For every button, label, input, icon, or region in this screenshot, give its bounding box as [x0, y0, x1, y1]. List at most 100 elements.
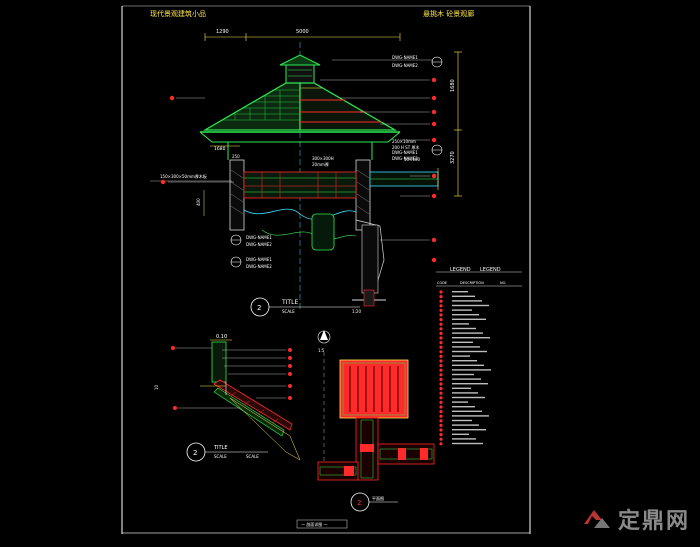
- legend-row-marker: [439, 391, 443, 395]
- legend-row-marker: [439, 428, 443, 432]
- legend-row-line: [452, 396, 485, 399]
- legend-row-line: [452, 332, 483, 334]
- callout-h: DWG-NAME2: [392, 156, 418, 161]
- dim-left-post: 400: [196, 198, 201, 206]
- main-marker-title: TITLE: [281, 299, 298, 306]
- legend-row-line: [452, 438, 476, 440]
- legend-header-right: LEGEND: [480, 267, 501, 273]
- callout-g: DWG-NAME1: [392, 150, 418, 155]
- legend-row-line: [452, 424, 479, 426]
- plan-marker-title: 平面图: [372, 495, 384, 501]
- label-right-beam: 50×100: [404, 157, 421, 162]
- legend-row-line: [452, 429, 486, 431]
- legend-row-marker: [439, 414, 443, 418]
- legend-row-marker: [439, 359, 443, 363]
- legend-row-marker: [439, 290, 443, 294]
- legend-row-line: [452, 373, 474, 376]
- legend-row-marker: [439, 327, 443, 331]
- legend-row-marker: [439, 396, 443, 400]
- legend-row-marker: [439, 373, 443, 377]
- callout-b: DWG-NAME2: [392, 63, 418, 68]
- legend-row-line: [452, 350, 487, 353]
- main-marker-number: 2: [257, 304, 261, 312]
- legend-row-marker: [439, 442, 443, 446]
- legend-row-marker: [439, 410, 443, 414]
- callout-d: DWG-NAME2: [246, 242, 272, 247]
- callout-e: DWG-NAME1: [246, 257, 272, 262]
- svg-text:10: 10: [154, 384, 159, 390]
- dim-top-right: 5000: [296, 29, 309, 35]
- legend-row-line: [452, 410, 482, 412]
- legend-row-marker: [439, 419, 443, 423]
- legend-row-marker: [439, 400, 443, 404]
- legend-row-line: [452, 318, 486, 320]
- legend-row-line: [452, 291, 468, 293]
- watermark-logo-icon: [583, 510, 610, 528]
- dim-right-lower: 3270: [450, 151, 456, 164]
- legend-row-line: [452, 323, 469, 325]
- dim-left: 1680: [214, 146, 226, 152]
- legend-row-marker: [439, 341, 443, 345]
- legend-row-line: [452, 383, 488, 385]
- legend-row-line: [452, 415, 489, 417]
- legend-row-line: [452, 337, 490, 339]
- detail-marker-scale-right: SCALE: [246, 454, 259, 459]
- legend-row-marker: [439, 331, 443, 335]
- plan-marker-number: 2: [357, 499, 361, 507]
- label-detail-b: 200 H ST 厚木: [392, 144, 419, 150]
- dim-top-left: 1290: [216, 29, 229, 35]
- legend-row-marker: [439, 318, 443, 322]
- sheet-frame: [121, 5, 531, 534]
- legend-row-line: [452, 369, 491, 371]
- watermark: 定鼎网: [582, 503, 690, 535]
- legend-row-line: [452, 392, 478, 394]
- plan-dim-top: 1:5: [318, 348, 325, 353]
- legend-row-marker: [439, 322, 443, 326]
- label-slab: 20mm厚: [312, 162, 329, 167]
- legend-row-marker: [439, 423, 443, 427]
- legend-table: LEGEND LEGEND CODE DESCRIPTION NO.: [436, 267, 522, 446]
- legend-row-line: [452, 314, 479, 316]
- legend-row-line: [452, 355, 470, 357]
- callout-c: DWG-NAME1: [246, 235, 272, 240]
- legend-col-no: NO.: [500, 281, 506, 285]
- legend-row-marker: [439, 368, 443, 372]
- legend-row-line: [452, 300, 482, 302]
- legend-row-marker: [439, 433, 443, 437]
- label-left-beam: 150×300×50mm厚木板: [160, 173, 207, 179]
- detail-section-drawing: 0.10: [154, 334, 301, 462]
- legend-row-line: [452, 346, 480, 348]
- legend-row-marker: [439, 382, 443, 386]
- main-marker-scale: SCALE: [282, 309, 295, 314]
- detail-marker-title: TITLE: [213, 445, 228, 451]
- legend-row-marker: [439, 364, 443, 368]
- detail-marker-number: 2: [193, 449, 197, 457]
- legend-col-description: DESCRIPTION: [460, 281, 484, 285]
- legend-row-marker: [439, 308, 443, 312]
- detail-marker-scale-left: SCALE: [214, 454, 227, 459]
- legend-row-line: [452, 295, 475, 297]
- label-250: 250: [232, 154, 240, 159]
- callout-a: DWG-NAME1: [392, 55, 418, 60]
- plan-drawing: 1:5: [317, 330, 435, 512]
- legend-row-line: [452, 378, 481, 380]
- legend-col-code: CODE: [437, 281, 447, 285]
- main-section-drawing: 1290 5000: [150, 29, 462, 317]
- sheet-bottom-label: — 剖面详图 —: [301, 521, 328, 527]
- legend-row-line: [452, 442, 483, 445]
- legend-header-left: LEGEND: [450, 267, 471, 273]
- legend-row-marker: [439, 387, 443, 391]
- legend-row-line: [452, 419, 472, 422]
- legend-row-marker: [439, 437, 443, 441]
- legend-row-line: [452, 360, 477, 362]
- legend-row-line: [452, 387, 471, 389]
- sheet-title-right: 悬挑木 砼景观廊: [423, 9, 474, 18]
- legend-row-line: [452, 304, 489, 307]
- legend-row-marker: [439, 354, 443, 358]
- watermark-text: 定鼎网: [617, 509, 690, 534]
- legend-row-line: [452, 433, 469, 435]
- label-detail-a: 250×10mm: [392, 139, 416, 144]
- legend-row-marker: [439, 336, 443, 340]
- legend-row-marker: [439, 405, 443, 409]
